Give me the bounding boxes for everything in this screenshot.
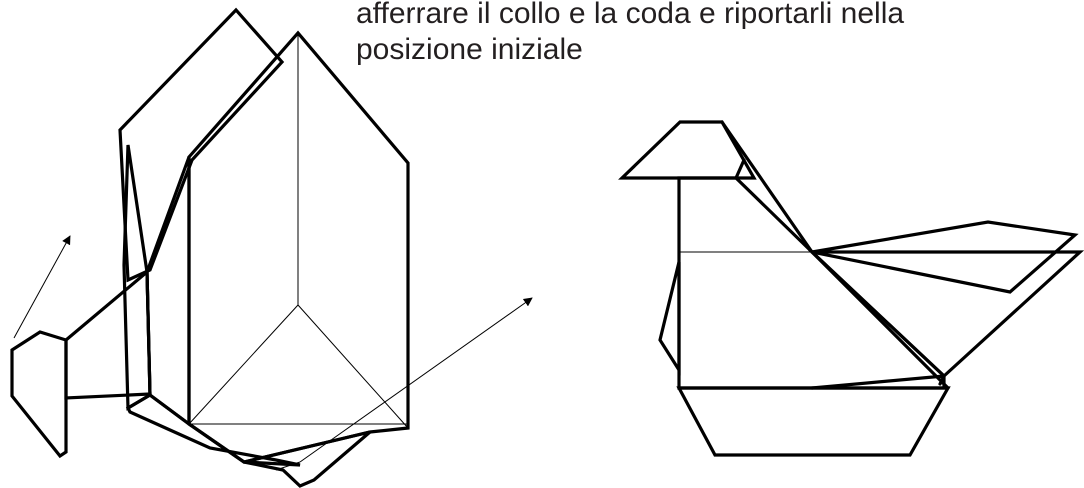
instruction-text: afferrare il collo e la coda e riportarl… xyxy=(356,0,1076,68)
main-body xyxy=(187,30,410,464)
instruction-line-2: posizione iniziale xyxy=(356,33,583,66)
back-white-flap xyxy=(118,7,285,283)
instruction-line-1: afferrare il collo e la coda e riportarl… xyxy=(356,0,905,30)
tail-spine xyxy=(810,250,950,390)
head-fold-edge xyxy=(720,120,814,254)
head-inner-edge xyxy=(734,158,746,180)
neck-arrow xyxy=(13,235,71,339)
tail-upper-white xyxy=(811,220,1079,294)
crease-diag-right xyxy=(297,304,409,429)
head-flap xyxy=(10,330,68,459)
breast-sliver xyxy=(658,261,681,376)
crease-diag-left xyxy=(188,304,299,425)
tail-lower-edge xyxy=(810,374,947,390)
tail-arrow xyxy=(299,297,533,463)
bottom-fold xyxy=(125,393,301,467)
neck-arm xyxy=(64,268,152,400)
bird-body xyxy=(677,176,946,390)
finished-bird-figure xyxy=(618,120,1084,457)
bird-base xyxy=(676,386,951,457)
bird-head xyxy=(618,120,757,180)
open-model-figure xyxy=(10,7,533,488)
inner-side-panel xyxy=(145,156,191,428)
tail-arrow-guide xyxy=(275,461,301,471)
tail-lower-white xyxy=(807,250,1084,379)
